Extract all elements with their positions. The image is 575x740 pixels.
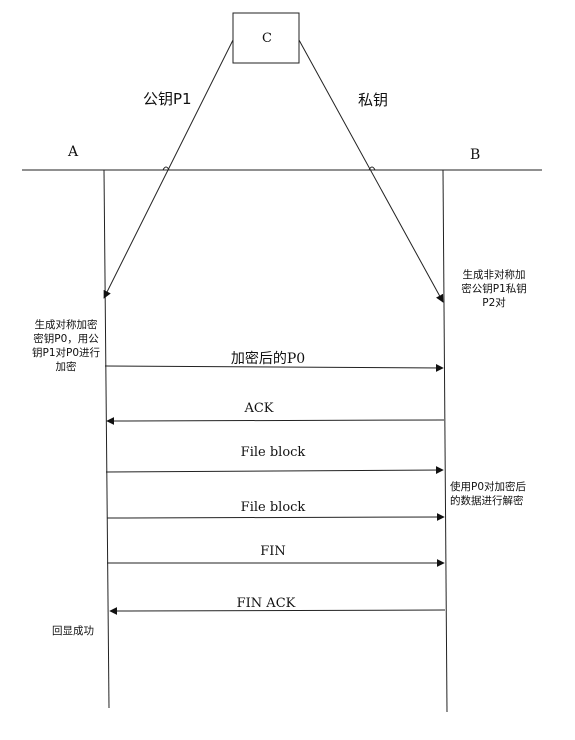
server-box <box>232 12 300 64</box>
note-line: 的数据进行解密 <box>450 495 524 507</box>
public-key-label: 公钥P1 <box>143 90 192 108</box>
message-arrow-file-block-2 <box>106 513 445 522</box>
message-arrow-encrypted-p0 <box>104 363 444 372</box>
server-label: C <box>262 31 272 46</box>
note-line: 生成对称加密 <box>34 319 98 331</box>
peer-generate-note: 生成非对称加 密公钥P1私钥 P2对 <box>450 268 538 310</box>
crossing-mark-right <box>368 166 376 171</box>
note-line: 钥P1对P0进行 <box>31 347 101 359</box>
message-label-encrypted-p0: 加密后的P0 <box>230 351 306 367</box>
client-label: A <box>68 144 79 160</box>
message-label-fin: FIN <box>260 544 286 559</box>
private-key-label: 私钥 <box>358 91 389 109</box>
note-line: 密钥P0，用公 <box>33 333 99 345</box>
lifeline-b <box>442 169 448 713</box>
lifeline-a <box>103 169 110 709</box>
note-line: 使用P0对加密后 <box>450 481 527 493</box>
message-arrow-fin-ack <box>109 606 446 615</box>
crossing-mark-left <box>162 166 170 171</box>
message-arrow-file-block-1 <box>105 466 444 475</box>
peer-decrypt-note: 使用P0对加密后 的数据进行解密 <box>450 480 540 508</box>
note-line: 生成非对称加 <box>462 269 526 281</box>
note-line: 加密 <box>55 361 77 373</box>
note-line: 回显成功 <box>52 625 94 637</box>
private-key-arrow <box>298 39 444 303</box>
message-label-fin-ack: FIN ACK <box>236 596 296 611</box>
client-generate-note: 生成对称加密 密钥P0，用公 钥P1对P0进行 加密 <box>27 318 105 374</box>
message-label-file-block-1: File block <box>240 445 306 460</box>
note-line: P2对 <box>482 297 506 309</box>
message-arrow-ack <box>106 416 445 425</box>
peer-label: B <box>470 147 481 163</box>
client-done-note: 回显成功 <box>52 624 94 638</box>
message-label-ack: ACK <box>244 401 274 416</box>
note-line: 密公钥P1私钥 <box>461 283 527 295</box>
message-label-file-block-2: File block <box>240 500 306 515</box>
